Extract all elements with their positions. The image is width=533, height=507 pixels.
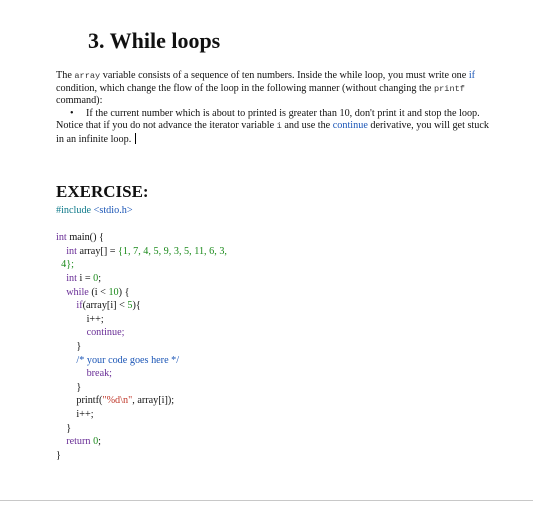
code-token: int: [56, 272, 77, 284]
code-token: array[] =: [76, 245, 119, 257]
code-printf: printf: [433, 83, 465, 94]
code-token: int: [56, 245, 77, 257]
code-line: #include <stdio.h>: [56, 204, 227, 218]
code-token: int: [56, 232, 67, 244]
code-token: printf(: [56, 395, 103, 407]
code-token: return: [56, 436, 94, 448]
code-token: (i <: [88, 286, 109, 298]
exercise-heading: EXERCISE:: [56, 182, 149, 201]
code-token: i =: [76, 272, 94, 284]
bullet-mark: •: [70, 107, 74, 119]
text-cursor: [135, 132, 137, 144]
code-token: 5: [127, 300, 133, 312]
code-line: break;: [56, 368, 113, 380]
code-line: }: [56, 381, 82, 393]
text-run: Notice that if you do not advance the it…: [56, 120, 277, 131]
keyword-continue: continue: [332, 120, 368, 131]
code-array: array: [74, 71, 101, 81]
page-title: 3. While loops: [88, 28, 221, 53]
code-line: return 0;: [56, 435, 227, 449]
code-block: #include <stdio.h> int main() { int arra…: [56, 204, 227, 462]
code-token: if: [56, 300, 83, 312]
code-line: while (i < 10) {: [56, 286, 227, 300]
code-token: {1, 7, 4, 5, 9, 3, 5, 11, 6, 3,: [118, 245, 227, 257]
code-token: while: [56, 286, 89, 298]
code-comment: /* your code goes here */: [56, 354, 180, 366]
text-run: derivative, you will get stuck in an inf…: [56, 120, 489, 145]
bullet-item: • If the current number which is about to…: [56, 108, 496, 121]
code-line: 4};: [56, 259, 74, 271]
code-token: ;: [98, 436, 101, 448]
text-run: and use the: [281, 120, 333, 131]
text-run: condition, which change the flow of the …: [56, 82, 434, 94]
code-line: continue;: [56, 327, 125, 339]
code-token: 10: [108, 286, 119, 298]
code-line: if(array[i] < 5){: [56, 299, 227, 313]
code-line: int array[] = {1, 7, 4, 5, 9, 3, 5, 11, …: [56, 245, 227, 259]
code-token: ;: [98, 272, 102, 284]
code-line: printf("%d\n", array[i]);: [56, 394, 227, 408]
code-line: int i = 0;: [56, 272, 227, 286]
text-run: command):: [56, 95, 103, 106]
code-token: main() {: [66, 232, 104, 244]
code-line: }: [56, 340, 82, 352]
bottom-divider: [0, 500, 533, 501]
code-line: i++;: [56, 408, 94, 420]
code-token: (array[i] <: [82, 300, 128, 312]
code-line: }: [56, 449, 61, 461]
code-token: 0: [93, 436, 99, 448]
code-token: ){: [132, 300, 141, 312]
code-token: #include: [56, 205, 94, 216]
bullet-text: If the current number which is about to …: [86, 107, 480, 119]
keyword-if: if: [468, 70, 476, 81]
notice-paragraph[interactable]: Notice that if you do not advance the it…: [56, 120, 496, 146]
code-token: <stdio.h>: [93, 205, 133, 216]
intro-paragraph: The array variable consists of a sequenc…: [56, 70, 496, 108]
code-line: int main() {: [56, 231, 227, 245]
instructions: The array variable consists of a sequenc…: [56, 70, 496, 146]
text-run: The: [56, 70, 75, 81]
code-token: 0: [93, 272, 99, 284]
code-line: }: [56, 422, 72, 434]
code-line-blank: [56, 218, 227, 232]
code-token: , array[i]);: [132, 395, 175, 407]
code-line: i++;: [56, 313, 104, 325]
text-run: variable consists of a sequence of ten n…: [100, 70, 469, 81]
code-token: ) {: [118, 286, 130, 298]
code-string: "%d\n": [102, 395, 133, 407]
code-i: i: [276, 121, 282, 131]
